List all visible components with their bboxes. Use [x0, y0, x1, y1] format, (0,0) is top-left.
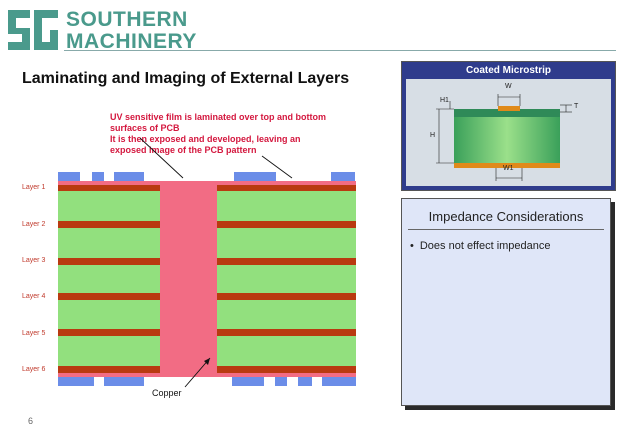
layer-label: Layer 6: [22, 366, 46, 373]
layer-label: Layer 3: [22, 257, 46, 264]
callout-line: surfaces of PCB: [110, 123, 180, 133]
bottom-film-segment: [275, 377, 287, 386]
callout-line: UV sensitive film is laminated over top …: [110, 112, 327, 122]
plated-through-hole: [160, 181, 217, 377]
page-number: 6: [28, 416, 34, 426]
bottom-film-segment: [58, 377, 94, 386]
microstrip-cross-section-icon: [436, 94, 572, 181]
bullet-icon: •: [410, 240, 414, 252]
header-divider: [64, 50, 616, 51]
bottom-film-segment: [298, 377, 312, 386]
layer-label: Layer 2: [22, 221, 46, 228]
copper-leader-arrowhead: [204, 358, 210, 365]
brand-name-line2: MACHINERY: [66, 30, 197, 53]
copper-label: Copper: [152, 388, 182, 398]
process-callout: UV sensitive film is laminated over top …: [110, 112, 390, 156]
bottom-film-segment: [104, 377, 144, 386]
impedance-title: Impedance Considerations: [428, 209, 584, 224]
top-film-segment: [92, 172, 104, 181]
company-logo-icon: [8, 10, 58, 50]
callout-line: exposed image of the PCB pattern: [110, 145, 257, 155]
dimension-w-label: W: [505, 83, 512, 90]
callout-leader-line: [261, 155, 293, 179]
impedance-considerations-panel: Impedance Considerations • Does not effec…: [401, 198, 611, 406]
top-film-segment: [114, 172, 144, 181]
impedance-divider: [408, 229, 604, 230]
top-film-segment: [234, 172, 276, 181]
dimension-h-label: H: [430, 132, 436, 139]
layer-label: Layer 4: [22, 293, 46, 300]
callout-leader-line: [139, 137, 184, 179]
layer-label: Layer 1: [22, 184, 46, 191]
bottom-film-segment: [322, 377, 356, 386]
slide-title: Laminating and Imaging of External Layer…: [22, 70, 350, 87]
top-film-segment: [331, 172, 355, 181]
dimension-w1-label: W1: [503, 165, 514, 172]
microstrip-title: Coated Microstrip: [465, 65, 551, 76]
microstrip-diagram-area: W W1 H H1 T: [406, 79, 611, 186]
dimension-t-label: T: [574, 103, 579, 110]
callout-line: It is then exposed and developed, leavin…: [110, 134, 301, 144]
layer-label: Layer 5: [22, 330, 46, 337]
coated-microstrip-panel: Coated Microstrip: [401, 61, 616, 191]
brand-name-line1: SOUTHERN: [66, 8, 188, 31]
bottom-film-segment: [232, 377, 264, 386]
impedance-item-text: Does not effect impedance: [419, 240, 551, 252]
copper-leader-line: [184, 357, 211, 388]
dimension-h1-label: H1: [440, 97, 449, 104]
top-film-segment: [58, 172, 80, 181]
impedance-bullet-item: • Does not effect impedance: [410, 240, 551, 252]
